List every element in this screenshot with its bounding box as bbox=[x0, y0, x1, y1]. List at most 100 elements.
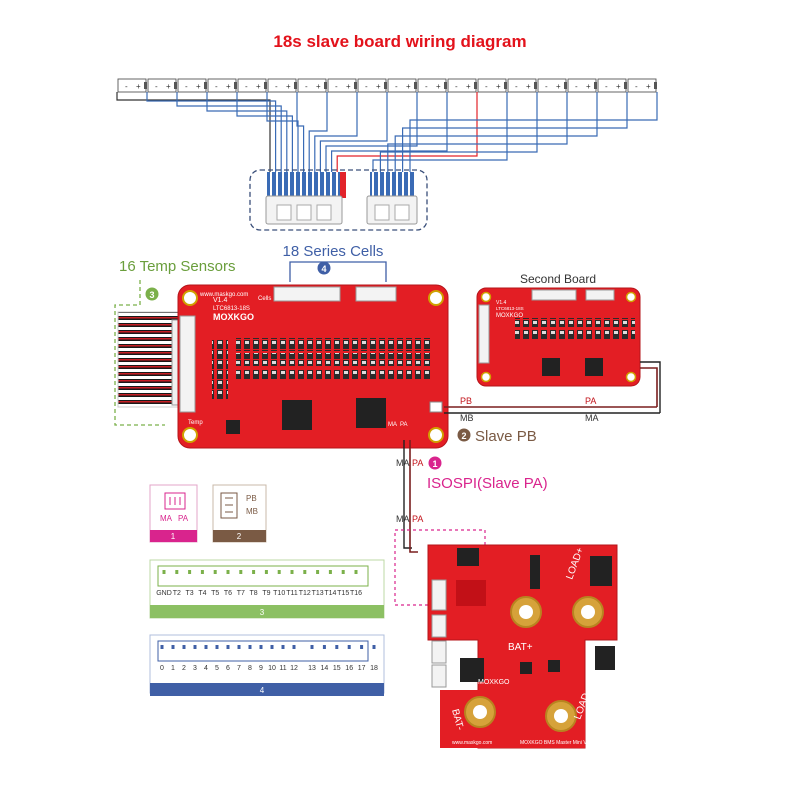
badge-4: 4 bbox=[321, 264, 326, 274]
battery-cell: -+ bbox=[147, 78, 177, 93]
cell-plus-sign: + bbox=[286, 82, 291, 91]
connector-group-outline bbox=[249, 169, 428, 231]
master-footer: MOXKGO BMS Master Mini V1.4 bbox=[520, 740, 594, 746]
legend3-pin-label: T8 bbox=[250, 590, 258, 597]
cell-minus-sign: - bbox=[185, 82, 188, 91]
balance-wire bbox=[116, 92, 271, 172]
battery-cell: -+ bbox=[537, 78, 567, 93]
legend-pin bbox=[277, 570, 281, 574]
cell-plus-sign: + bbox=[466, 82, 471, 91]
badge-3: 3 bbox=[149, 290, 154, 300]
master-url: www.maskgo.com bbox=[452, 740, 492, 746]
battery-cell: -+ bbox=[447, 78, 477, 93]
cell-minus-sign: - bbox=[425, 82, 428, 91]
cell-minus-sign: - bbox=[515, 82, 518, 91]
balance-wires bbox=[116, 92, 658, 172]
battery-cell: -+ bbox=[597, 78, 627, 93]
legend-pin bbox=[237, 645, 241, 649]
main-board-version: V1.4 bbox=[213, 297, 228, 304]
legend-pin bbox=[335, 645, 339, 649]
master-bat-minus: BAT- bbox=[449, 708, 465, 732]
balance-wire bbox=[409, 92, 658, 172]
legend4-pin-label: 18 bbox=[370, 665, 378, 672]
balance-wire bbox=[336, 92, 478, 172]
balance-wire bbox=[394, 92, 598, 172]
balance-wire bbox=[379, 92, 538, 172]
cell-minus-sign: - bbox=[485, 82, 488, 91]
legend4-pin-label: 4 bbox=[204, 665, 208, 672]
legend4-pin-label: 2 bbox=[182, 665, 186, 672]
master-board: BAT+ LOAD+ BAT- LOAD- MOXKGO www.maskgo.… bbox=[427, 544, 618, 749]
legend3-pin-label: T4 bbox=[198, 590, 206, 597]
legend3-pin-label: T5 bbox=[211, 590, 219, 597]
legend-pin bbox=[264, 570, 268, 574]
battery-cell: -+ bbox=[297, 78, 327, 93]
second-board-chip: LTC6813-18S bbox=[496, 306, 524, 311]
legend4-pin-label: 3 bbox=[193, 665, 197, 672]
cell-plus-sign: + bbox=[196, 82, 201, 91]
cell-minus-sign: - bbox=[545, 82, 548, 91]
cell-minus-sign: - bbox=[455, 82, 458, 91]
legend-pin bbox=[270, 645, 274, 649]
legend-pin bbox=[188, 570, 192, 574]
master-bat-plus: BAT+ bbox=[508, 642, 533, 653]
main-board-brand: MOXKGO bbox=[213, 312, 254, 322]
battery-cell: -+ bbox=[417, 78, 447, 93]
legend3-pin-label: T2 bbox=[173, 590, 181, 597]
legend-pin bbox=[204, 645, 208, 649]
second-slave-board: V1.4 LTC6813-18S MOXKGO bbox=[476, 287, 641, 387]
slave-pb-wiring: PB MB PA MA 2 Slave PB bbox=[444, 361, 661, 445]
legend-pin bbox=[162, 570, 166, 574]
battery-cell: -+ bbox=[177, 78, 207, 93]
legend2-mb: MB bbox=[246, 507, 258, 516]
legend4-pin-label: 11 bbox=[279, 665, 286, 672]
legend4-pin-label: 15 bbox=[333, 665, 341, 672]
second-board-label: Second Board bbox=[520, 272, 596, 286]
legend-pin bbox=[354, 570, 358, 574]
cell-plus-sign: + bbox=[316, 82, 321, 91]
main-board-url: www.maskgo.com bbox=[199, 292, 248, 298]
legend-pin bbox=[175, 570, 179, 574]
legend-pin bbox=[252, 570, 256, 574]
legend4-pin-label: 14 bbox=[321, 665, 329, 672]
main-board-cells-label: Cells bbox=[258, 296, 271, 302]
legend-pin bbox=[200, 570, 204, 574]
cell-plus-sign: + bbox=[646, 82, 651, 91]
cell-minus-sign: - bbox=[125, 82, 128, 91]
legend2-num: 2 bbox=[237, 532, 242, 541]
legend-pin bbox=[226, 570, 230, 574]
legend3-pin-label: T6 bbox=[224, 590, 232, 597]
legend3-pin-label: T11 bbox=[286, 590, 298, 597]
diagram-title: 18s slave board wiring diagram bbox=[273, 32, 527, 51]
battery-cell-strip: -+-+-+-+-+-+-+-+-+-+-+-+-+-+-+-+-+-+ bbox=[117, 78, 657, 93]
cell-plus-sign: + bbox=[136, 82, 141, 91]
legend4-pin-label: 12 bbox=[290, 665, 298, 672]
iso-ma-label-bottom: MA bbox=[396, 514, 410, 524]
legend-pin bbox=[248, 645, 252, 649]
balance-wire bbox=[308, 92, 328, 172]
legend3-pin-label: T3 bbox=[186, 590, 194, 597]
legend2-pb: PB bbox=[246, 494, 257, 503]
balance-wire bbox=[387, 92, 568, 172]
balance-wire bbox=[266, 92, 299, 172]
legend4-pin-label: 13 bbox=[308, 665, 316, 672]
cell-plus-sign: + bbox=[526, 82, 531, 91]
wire-mb-label: MB bbox=[460, 413, 474, 423]
balance-wire bbox=[314, 92, 358, 172]
main-board-chip: LTC6813-18S bbox=[213, 306, 250, 312]
battery-cell: -+ bbox=[477, 78, 507, 93]
legend4-pin-label: 10 bbox=[268, 665, 276, 672]
legend-pin bbox=[213, 570, 217, 574]
main-board-temp-label: Temp bbox=[188, 420, 203, 426]
iso-ma-label-top: MA bbox=[396, 458, 410, 468]
legend3-pin-label: T10 bbox=[273, 590, 285, 597]
legend-pin bbox=[328, 570, 332, 574]
legend3-pin-label: T16 bbox=[350, 590, 362, 597]
legend1-pa: PA bbox=[178, 514, 189, 523]
isospi-wiring: MA PA 1 ISOSPI(Slave PA) MA PA bbox=[394, 440, 548, 606]
battery-cell: -+ bbox=[387, 78, 417, 93]
legend-pin bbox=[193, 645, 197, 649]
main-board-pa-label: PA bbox=[400, 422, 408, 428]
legend3-pin-label: T9 bbox=[262, 590, 270, 597]
